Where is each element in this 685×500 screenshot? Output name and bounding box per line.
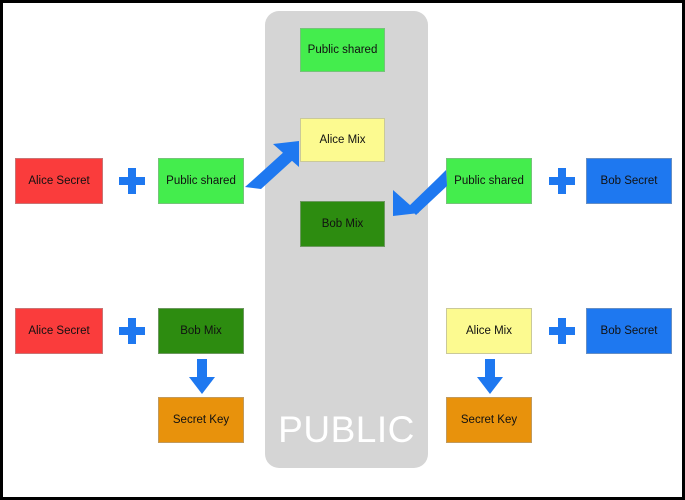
arrow-down-right-secret-key-icon	[477, 359, 503, 394]
public-panel-label: PUBLIC	[278, 409, 415, 450]
left-top-public-shared: Public shared	[158, 158, 244, 204]
arrow-down-left-secret-key-icon	[189, 359, 215, 394]
plus-icon-left-top	[119, 168, 145, 194]
left-top-alice-secret: Alice Secret	[15, 158, 103, 204]
diagram-stage: PUBLIC Public shared Alice Mix Bob Mix A…	[3, 3, 682, 497]
right-bottom-secret-key: Secret Key	[446, 397, 532, 443]
right-top-bob-secret: Bob Secret	[586, 158, 672, 204]
panel-node-bob-mix: Bob Mix	[300, 201, 385, 247]
plus-icon-right-top	[549, 168, 575, 194]
right-bottom-bob-secret: Bob Secret	[586, 308, 672, 354]
panel-node-alice-mix: Alice Mix	[300, 118, 385, 162]
plus-icon-right-bottom	[549, 318, 575, 344]
panel-node-public-shared: Public shared	[300, 28, 385, 72]
left-bottom-bob-mix: Bob Mix	[158, 308, 244, 354]
left-bottom-secret-key: Secret Key	[158, 397, 244, 443]
right-bottom-alice-mix: Alice Mix	[446, 308, 532, 354]
right-top-public-shared: Public shared	[446, 158, 532, 204]
left-bottom-alice-secret: Alice Secret	[15, 308, 103, 354]
plus-icon-left-bottom	[119, 318, 145, 344]
